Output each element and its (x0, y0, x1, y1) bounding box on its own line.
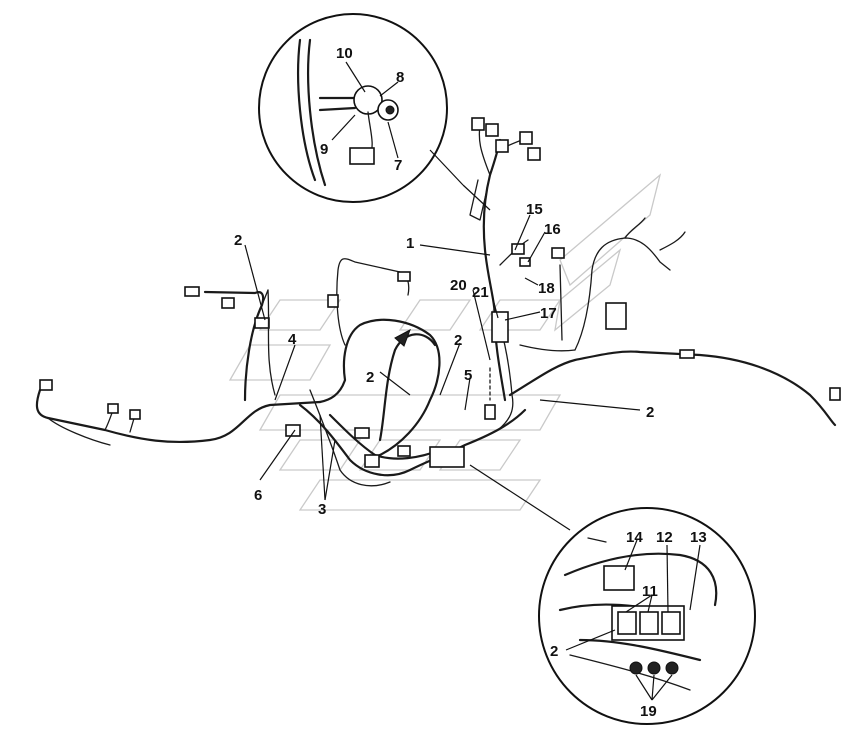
left-connector-3 (129, 409, 141, 420)
callout-2: 2 (550, 643, 558, 660)
callout-10: 10 (336, 45, 353, 62)
left-harness-branch (35, 388, 322, 444)
callout-11: 11 (642, 583, 658, 600)
callout-17: 17 (540, 305, 557, 322)
callout-21: 21 (472, 284, 489, 301)
callout-19: 19 (640, 703, 657, 720)
callout-20: 20 (450, 277, 467, 294)
detail-circle-bottom (469, 464, 756, 725)
callout-16: 16 (544, 221, 561, 238)
callout-13: 13 (690, 529, 707, 546)
left-connector-1 (39, 379, 53, 391)
callout-8: 8 (396, 69, 404, 86)
central-loop (318, 318, 441, 457)
upper-harness-1 (482, 138, 507, 402)
callout-3: 3 (318, 501, 326, 518)
detail-circle-top (258, 13, 491, 211)
callout-1: 1 (406, 235, 414, 252)
main-harness (35, 117, 841, 487)
callout-labels: 1 2 2 2 2 2 3 4 5 6 7 8 9 10 11 12 13 14… (234, 45, 707, 720)
callout-14: 14 (626, 529, 643, 546)
callout-15: 15 (526, 201, 543, 218)
callout-18: 18 (538, 280, 555, 297)
callout-5: 5 (464, 367, 472, 384)
callout-2: 2 (366, 369, 374, 386)
callout-2: 2 (646, 404, 654, 421)
left-connector-2 (107, 403, 119, 414)
lower-bundle (298, 403, 527, 477)
callout-4: 4 (288, 331, 297, 348)
right-harness-branch (508, 350, 837, 427)
callout-9: 9 (320, 141, 328, 158)
callout-6: 6 (254, 487, 262, 504)
callout-2: 2 (454, 332, 462, 349)
callout-12: 12 (656, 529, 673, 546)
callout-2: 2 (234, 232, 242, 249)
leader-lines (244, 61, 701, 701)
callout-7: 7 (394, 157, 402, 174)
